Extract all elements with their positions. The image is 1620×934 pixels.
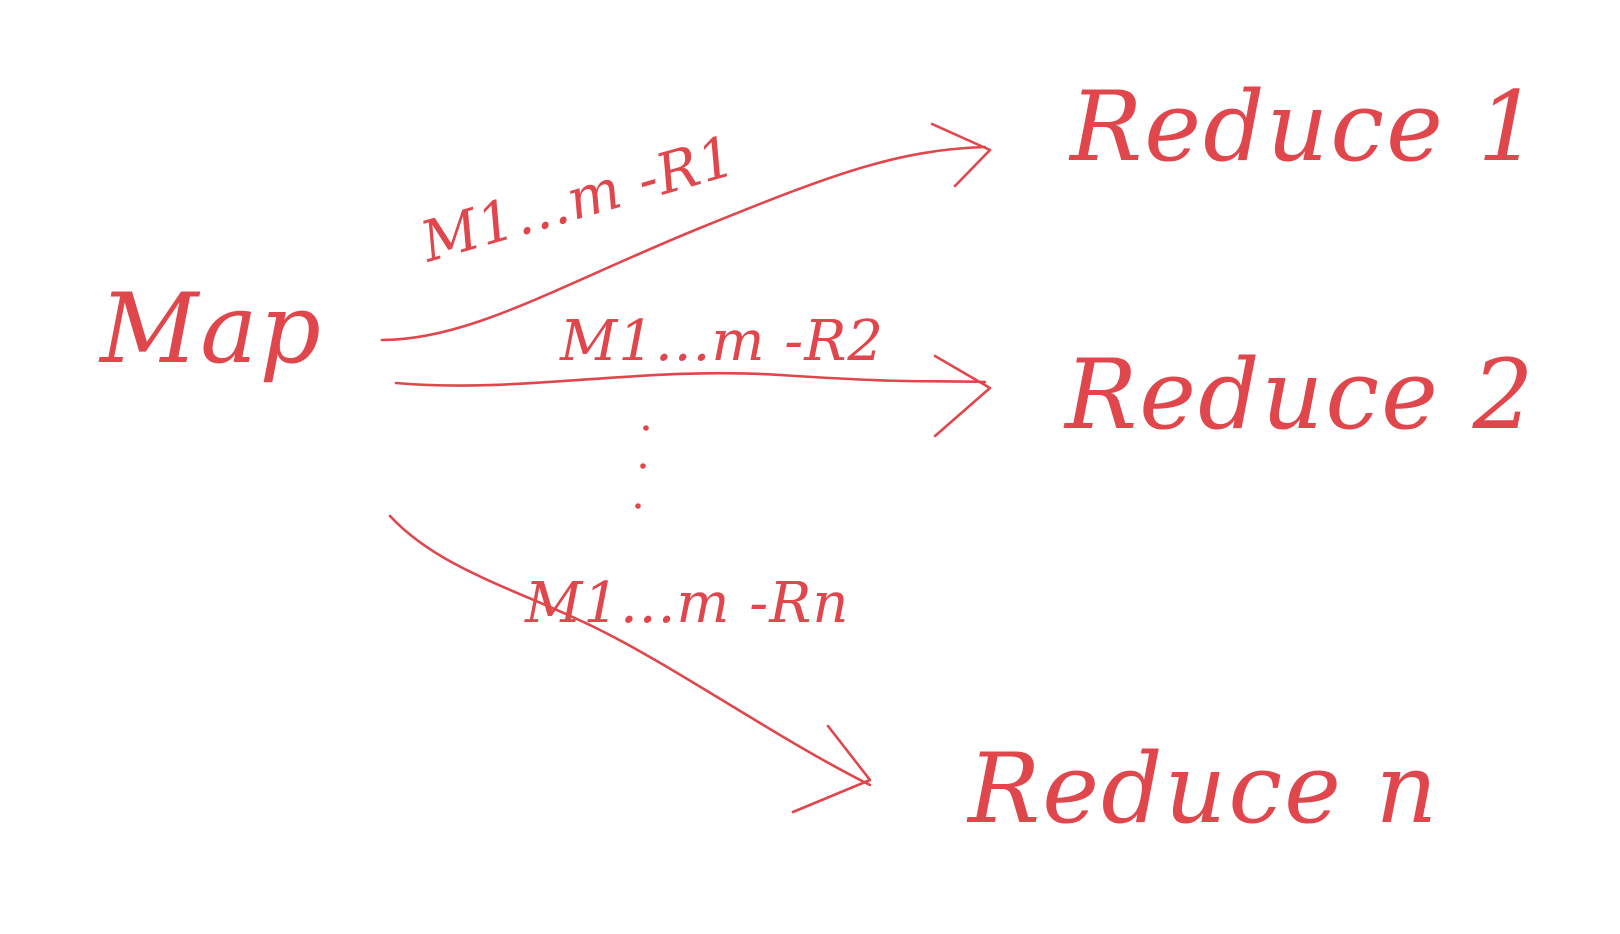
edge-map-to-reduce-2: M1...m -R2: [394, 309, 992, 438]
edge-2-arrowhead-icon: [933, 354, 992, 438]
ellipsis-dot: [635, 503, 641, 509]
edge-map-to-reduce-n: M1...m -Rn: [388, 514, 872, 814]
reduce-2-label: Reduce 2: [1063, 339, 1536, 451]
edge-map-to-reduce-1: M1...m -R1: [380, 122, 992, 342]
edge-1-arrowhead-icon: [930, 122, 992, 188]
edge-1-label: M1...m -R1: [413, 124, 743, 276]
reduce-n-label: Reduce n: [966, 733, 1439, 845]
edge-1-line: [380, 145, 987, 342]
edge-n-arrowhead-icon: [791, 724, 872, 814]
edge-n-line: [388, 514, 872, 787]
reduce-1-label: Reduce 1: [1068, 71, 1541, 183]
map-label: Map: [98, 273, 323, 385]
vertical-ellipsis-icon: [635, 425, 649, 509]
ellipsis-dot: [640, 463, 646, 469]
edge-2-line: [394, 371, 987, 387]
ellipsis-dot: [643, 425, 649, 431]
edge-n-label: M1...m -Rn: [524, 571, 849, 636]
edge-2-label: M1...m -R2: [559, 309, 884, 374]
